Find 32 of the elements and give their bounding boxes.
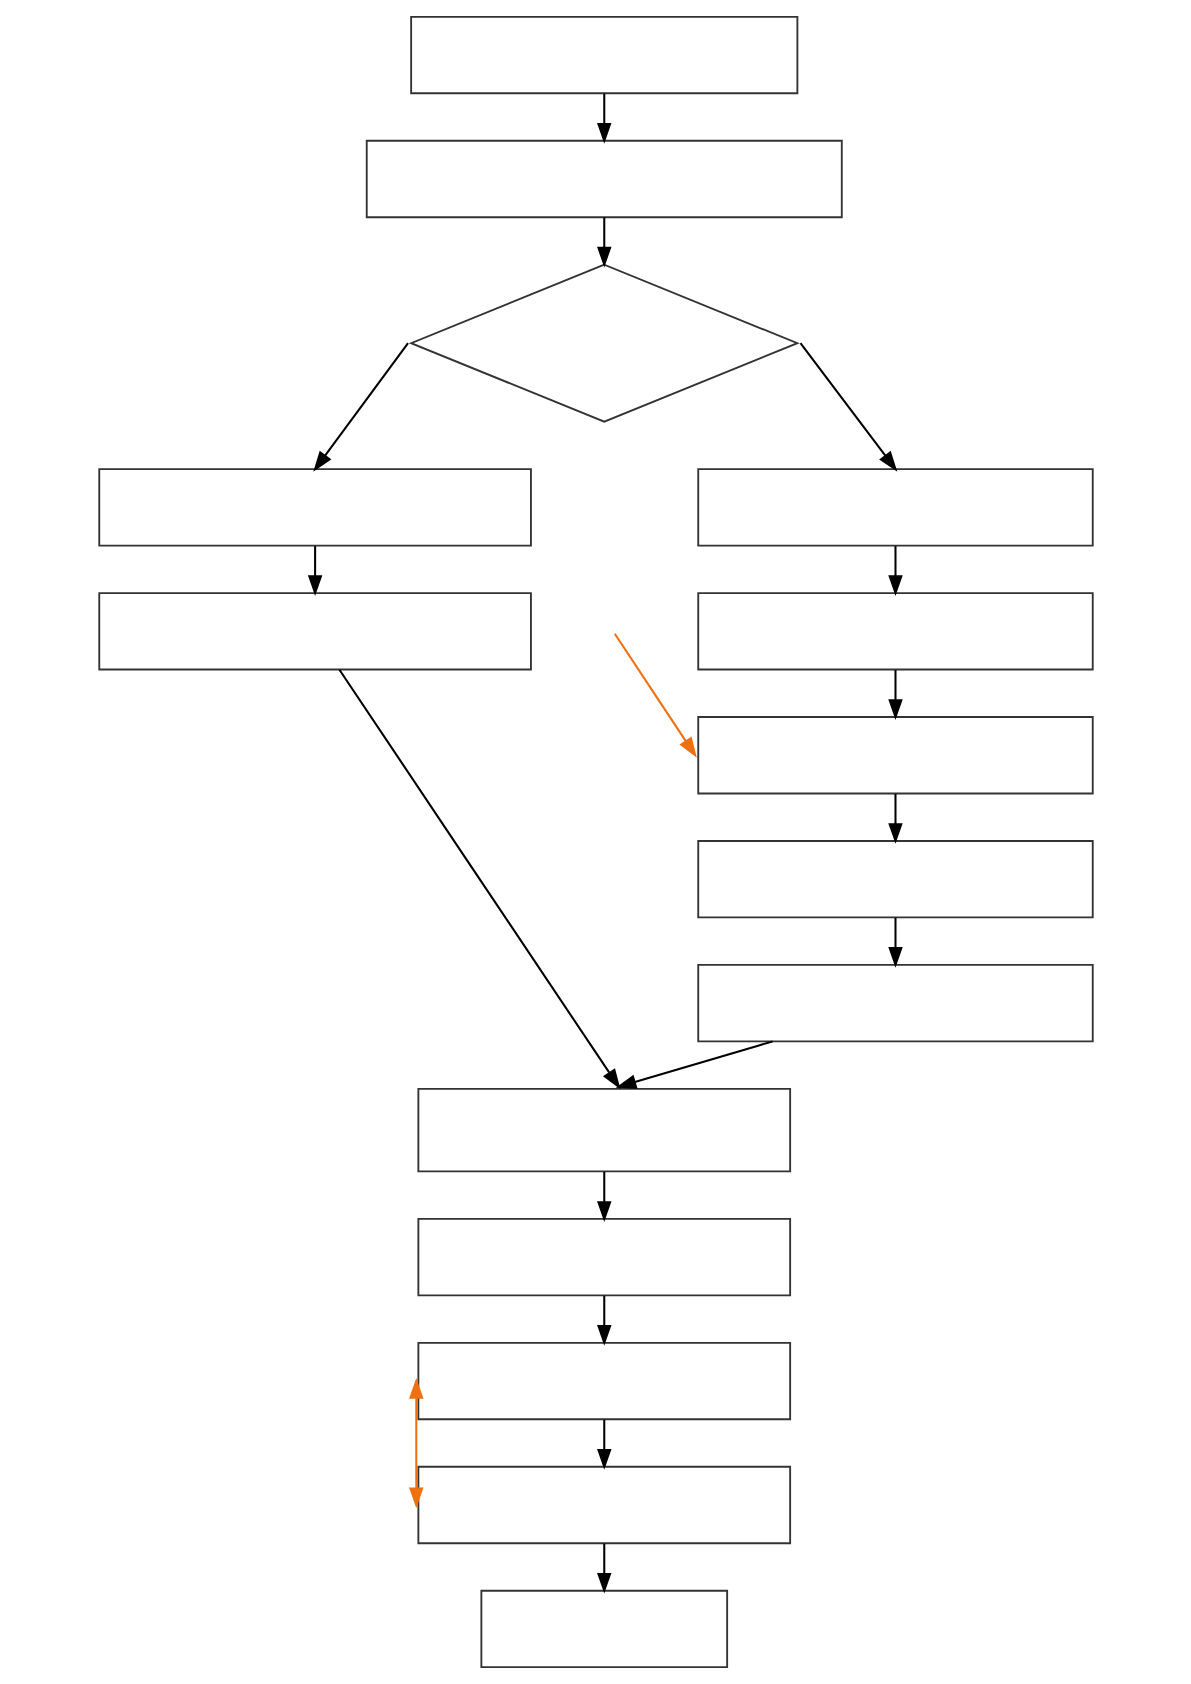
node-box xyxy=(416,1087,791,1173)
arrow xyxy=(615,1040,773,1089)
arrow xyxy=(799,342,897,472)
arrow xyxy=(887,793,903,844)
node-box xyxy=(696,468,1094,547)
arrow xyxy=(596,1419,611,1470)
arrow xyxy=(596,1543,611,1594)
arrow xyxy=(887,546,903,597)
node-box xyxy=(97,468,532,547)
node-box xyxy=(479,1589,728,1669)
arrow xyxy=(312,342,409,472)
node-box xyxy=(696,963,1094,1043)
node-box xyxy=(696,840,1094,919)
node-box xyxy=(696,592,1094,671)
arrow xyxy=(887,670,903,720)
node-box xyxy=(409,15,798,95)
arrow xyxy=(596,1295,611,1346)
arrow xyxy=(613,633,697,758)
node-box xyxy=(97,592,532,671)
node-box xyxy=(416,1341,791,1421)
node-box xyxy=(416,1465,791,1545)
arrow xyxy=(887,917,903,968)
node-box xyxy=(365,139,843,219)
arrow xyxy=(408,1377,424,1509)
arrow xyxy=(596,217,611,268)
arrow xyxy=(307,546,322,597)
arrow xyxy=(596,93,611,144)
arrow xyxy=(338,669,620,1090)
node-box xyxy=(696,716,1094,795)
node-box xyxy=(416,1218,791,1297)
node-diamond xyxy=(408,263,800,423)
arrow xyxy=(596,1171,611,1223)
